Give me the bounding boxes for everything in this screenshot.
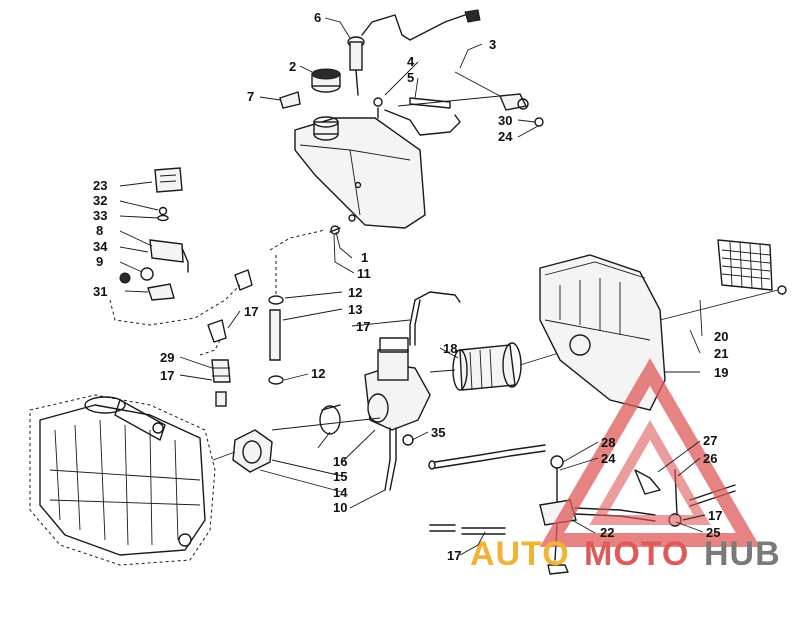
callout-23: 23 xyxy=(93,178,107,193)
watermark-part-auto: AUTO xyxy=(470,535,570,573)
callout-8: 8 xyxy=(96,223,103,238)
callout-labels: 6 2 3 4 5 7 30 24 1 11 12 13 17 12 23 32… xyxy=(93,10,728,563)
callout-22: 22 xyxy=(600,525,614,540)
callout-29: 29 xyxy=(160,350,174,365)
callout-26: 26 xyxy=(703,451,717,466)
callout-12-lower: 12 xyxy=(311,366,325,381)
watermark-part-moto: MOTO xyxy=(584,535,689,573)
callout-2: 2 xyxy=(289,59,296,74)
callout-14: 14 xyxy=(333,485,348,500)
watermark-logo xyxy=(539,358,761,547)
fuel-hoses xyxy=(109,225,461,356)
callout-27: 27 xyxy=(703,433,717,448)
callout-24-bottom: 24 xyxy=(601,451,616,466)
callout-15: 15 xyxy=(333,469,347,484)
engine-block xyxy=(29,394,216,566)
callout-4: 4 xyxy=(407,54,415,69)
bracket-hardware xyxy=(119,206,189,301)
fuel-cap xyxy=(311,68,341,93)
intake-flange xyxy=(212,417,381,473)
vent-hose xyxy=(373,97,461,136)
callout-5: 5 xyxy=(407,70,414,85)
leader-lines xyxy=(119,17,706,556)
callout-9: 9 xyxy=(96,254,103,269)
callout-18: 18 xyxy=(443,341,457,356)
callout-20: 20 xyxy=(714,329,728,344)
callout-3: 3 xyxy=(489,37,496,52)
watermark-part-hub: HUB xyxy=(704,535,781,573)
callout-17-carb: 17 xyxy=(356,319,370,334)
callout-34: 34 xyxy=(93,239,108,254)
callout-7: 7 xyxy=(247,89,254,104)
fuel-level-sender xyxy=(347,9,481,96)
fuel-tank xyxy=(294,117,426,229)
inline-filter xyxy=(211,359,231,407)
callout-24-top: 24 xyxy=(498,129,513,144)
callout-17-filter: 17 xyxy=(160,368,174,383)
air-screen xyxy=(659,239,787,321)
callout-28: 28 xyxy=(601,435,615,450)
callout-1: 1 xyxy=(361,250,368,265)
callout-13: 13 xyxy=(348,302,362,317)
fuel-tank-neck xyxy=(313,116,339,141)
callout-30: 30 xyxy=(498,113,512,128)
callout-25: 25 xyxy=(706,525,720,540)
callout-35: 35 xyxy=(431,425,445,440)
callout-17-left: 17 xyxy=(244,304,258,319)
carburetor xyxy=(364,337,431,491)
label-plate xyxy=(154,167,183,193)
callout-33: 33 xyxy=(93,208,107,223)
callout-32: 32 xyxy=(93,193,107,208)
callout-17-right: 17 xyxy=(708,508,722,523)
callout-17-bottom: 17 xyxy=(447,548,461,563)
callout-16: 16 xyxy=(333,454,347,469)
callout-19: 19 xyxy=(714,365,728,380)
carb-hose xyxy=(268,255,284,385)
callout-6: 6 xyxy=(314,10,321,25)
callout-11: 11 xyxy=(357,266,371,281)
cap-gasket xyxy=(279,91,301,109)
carb-clamp xyxy=(319,404,341,435)
callout-21: 21 xyxy=(714,346,728,361)
callout-31: 31 xyxy=(93,284,107,299)
callout-10: 10 xyxy=(333,500,347,515)
callout-12-upper: 12 xyxy=(348,285,362,300)
